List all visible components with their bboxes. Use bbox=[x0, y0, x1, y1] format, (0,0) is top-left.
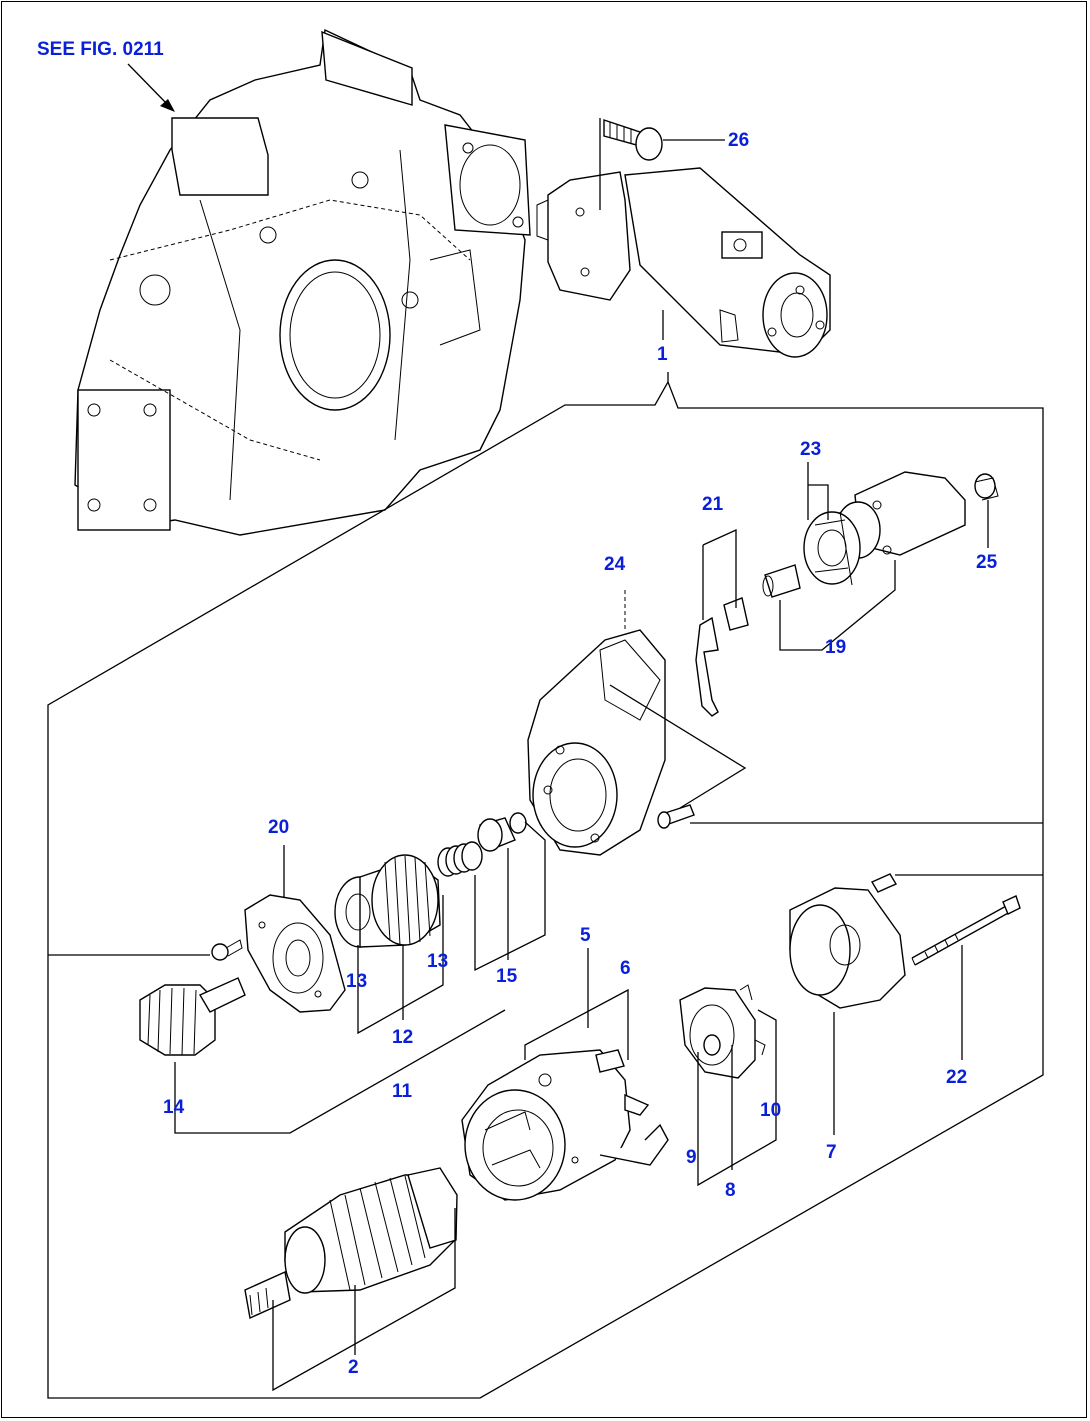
center-bracket-plate bbox=[244, 894, 346, 1013]
reference-arrow bbox=[127, 63, 175, 112]
pinion-gear bbox=[139, 977, 246, 1056]
stop-collar bbox=[477, 812, 527, 852]
yoke-field-coil bbox=[461, 1049, 669, 1201]
callout-19: 19 bbox=[825, 637, 846, 658]
callout-8: 8 bbox=[725, 1180, 736, 1201]
callout-10: 10 bbox=[760, 1100, 781, 1121]
callout-20: 20 bbox=[268, 817, 289, 838]
callout-21: 21 bbox=[702, 494, 724, 515]
terminal-cap-25 bbox=[974, 473, 999, 501]
callout-23: 23 bbox=[800, 439, 821, 460]
callout-24: 24 bbox=[604, 554, 626, 575]
housing-bolt bbox=[657, 804, 695, 829]
grommet-6 bbox=[595, 1049, 625, 1073]
callout-13-right: 13 bbox=[427, 951, 448, 972]
callout-2: 2 bbox=[348, 1357, 359, 1378]
callout-11: 11 bbox=[392, 1081, 413, 1102]
flywheel-housing bbox=[74, 28, 531, 536]
starter-motor-assembly bbox=[536, 167, 831, 358]
cover-screw bbox=[870, 873, 898, 893]
magnetic-switch-solenoid bbox=[762, 471, 966, 598]
callout-7: 7 bbox=[826, 1142, 837, 1163]
callout-labels: 26 1 23 25 21 24 19 20 13 13 15 12 11 14… bbox=[163, 130, 998, 1378]
callout-22: 22 bbox=[946, 1067, 967, 1088]
callout-25: 25 bbox=[976, 552, 998, 573]
callout-14: 14 bbox=[163, 1097, 185, 1118]
mounting-bolt-26 bbox=[603, 119, 663, 161]
callout-6: 6 bbox=[620, 958, 631, 979]
figure-reference: SEE FIG. 0211 bbox=[37, 39, 164, 60]
plate-screw bbox=[211, 939, 243, 961]
shift-lever bbox=[695, 597, 749, 717]
callout-26: 26 bbox=[728, 130, 749, 151]
brush-holder bbox=[679, 984, 766, 1079]
armature bbox=[244, 1167, 458, 1320]
front-housing bbox=[527, 629, 666, 856]
callout-1: 1 bbox=[657, 344, 668, 365]
callout-5: 5 bbox=[580, 925, 591, 946]
callout-13-left: 13 bbox=[346, 971, 367, 992]
overrunning-clutch bbox=[334, 854, 441, 948]
return-spring bbox=[437, 841, 483, 877]
leader-lines bbox=[47, 118, 1044, 1399]
through-bolt-22 bbox=[911, 895, 1021, 966]
callout-12: 12 bbox=[392, 1027, 413, 1048]
callout-15: 15 bbox=[496, 966, 518, 987]
rear-cover bbox=[789, 887, 906, 1009]
callout-9: 9 bbox=[686, 1147, 697, 1168]
